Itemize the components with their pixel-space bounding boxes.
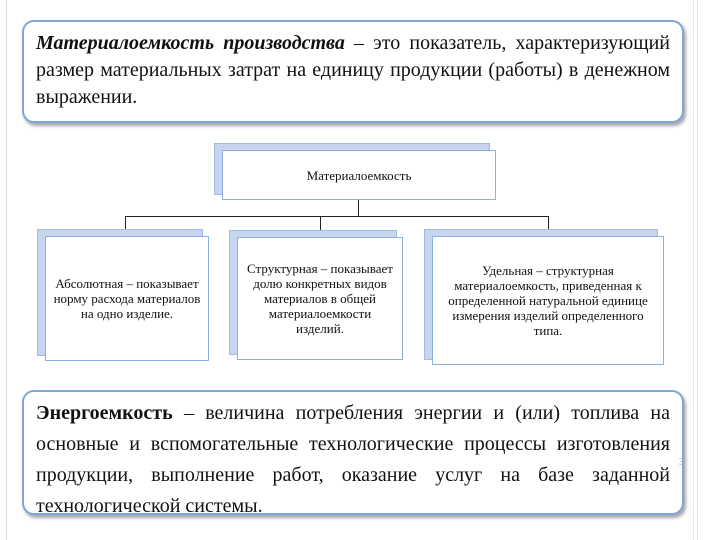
diagram-child-absolute: Абсолютная – показывает норму расхода ма…	[45, 236, 209, 361]
top-definition-term: Материалоемкость производства	[36, 32, 345, 54]
connector-child1	[125, 216, 126, 236]
top-definition-text: Материалоемкость производства – это пока…	[36, 30, 670, 111]
slide-marker: 3	[679, 457, 684, 468]
right-edge-line-inner	[693, 0, 694, 540]
bottom-definition-callout: Энергоемкость – величина потребления эне…	[22, 390, 684, 517]
top-definition-callout: Материалоемкость производства – это пока…	[22, 20, 684, 123]
diagram-root-box: Материалоемкость	[222, 150, 496, 200]
bottom-definition-term: Энергоемкость	[36, 402, 173, 424]
top-definition-body: – это показатель, характеризующий размер…	[36, 32, 670, 108]
bottom-definition-text: Энергоемкость – величина потребления эне…	[36, 398, 670, 522]
connector-child2	[320, 216, 321, 237]
connector-root-down	[358, 200, 359, 217]
connector-horizontal	[125, 216, 548, 217]
connector-child3	[548, 216, 549, 236]
diagram-child-structural: Структурная – показывает долю конкретных…	[237, 237, 403, 360]
left-edge-line	[6, 0, 7, 540]
bottom-definition-body: – величина потребления энергии и (или) т…	[36, 402, 670, 517]
right-edge-line	[697, 0, 698, 540]
diagram-child-specific: Удельная – структурная материалоемкость,…	[432, 236, 664, 365]
